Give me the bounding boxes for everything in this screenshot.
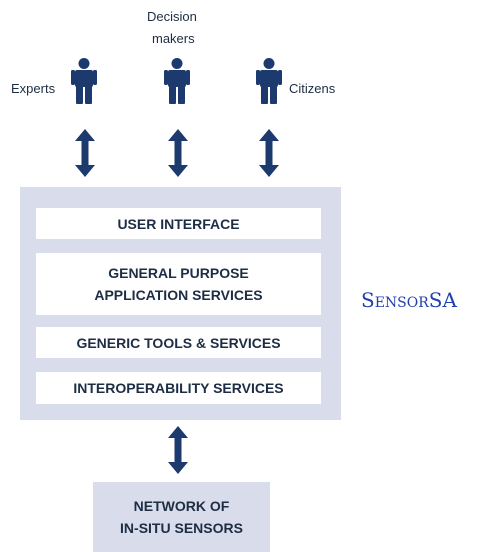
double-arrow-icon [166, 127, 190, 179]
layer-general-purpose-label-line2: APPLICATION SERVICES [94, 287, 263, 303]
layer-general-purpose-application-services: GENERAL PURPOSE APPLICATION SERVICES [36, 253, 321, 315]
layer-user-interface-label: USER INTERFACE [117, 215, 240, 232]
system-container: USER INTERFACE GENERAL PURPOSE APPLICATI… [20, 187, 341, 420]
layer-general-purpose-label-line1: GENERAL PURPOSE [108, 265, 249, 281]
layer-interoperability-label: INTEROPERABILITY SERVICES [73, 380, 284, 396]
decision-makers-label-line1: Decision [147, 9, 197, 24]
experts-label: Experts [11, 81, 56, 96]
layer-user-interface: USER INTERFACE [36, 208, 321, 239]
person-icon [256, 58, 282, 104]
layer-generic-tools-label: GENERIC TOOLS & SERVICES [76, 334, 281, 351]
double-arrow-icon [166, 424, 190, 476]
layer-generic-tools-services: GENERIC TOOLS & SERVICES [36, 327, 321, 358]
person-icon [71, 58, 97, 104]
person-icon [164, 58, 190, 104]
double-arrow-icon [257, 127, 281, 179]
network-box: NETWORK OF IN-SITU SENSORS [93, 482, 270, 552]
system-name: SensorSA [361, 288, 457, 312]
citizens-label: Citizens [289, 81, 336, 96]
network-label-line1: NETWORK OF [133, 498, 230, 514]
decision-makers-label-line2: makers [152, 31, 195, 46]
double-arrow-icon [73, 127, 97, 179]
layer-interoperability-services: INTEROPERABILITY SERVICES [36, 372, 321, 404]
network-label-line2: IN-SITU SENSORS [120, 520, 243, 536]
